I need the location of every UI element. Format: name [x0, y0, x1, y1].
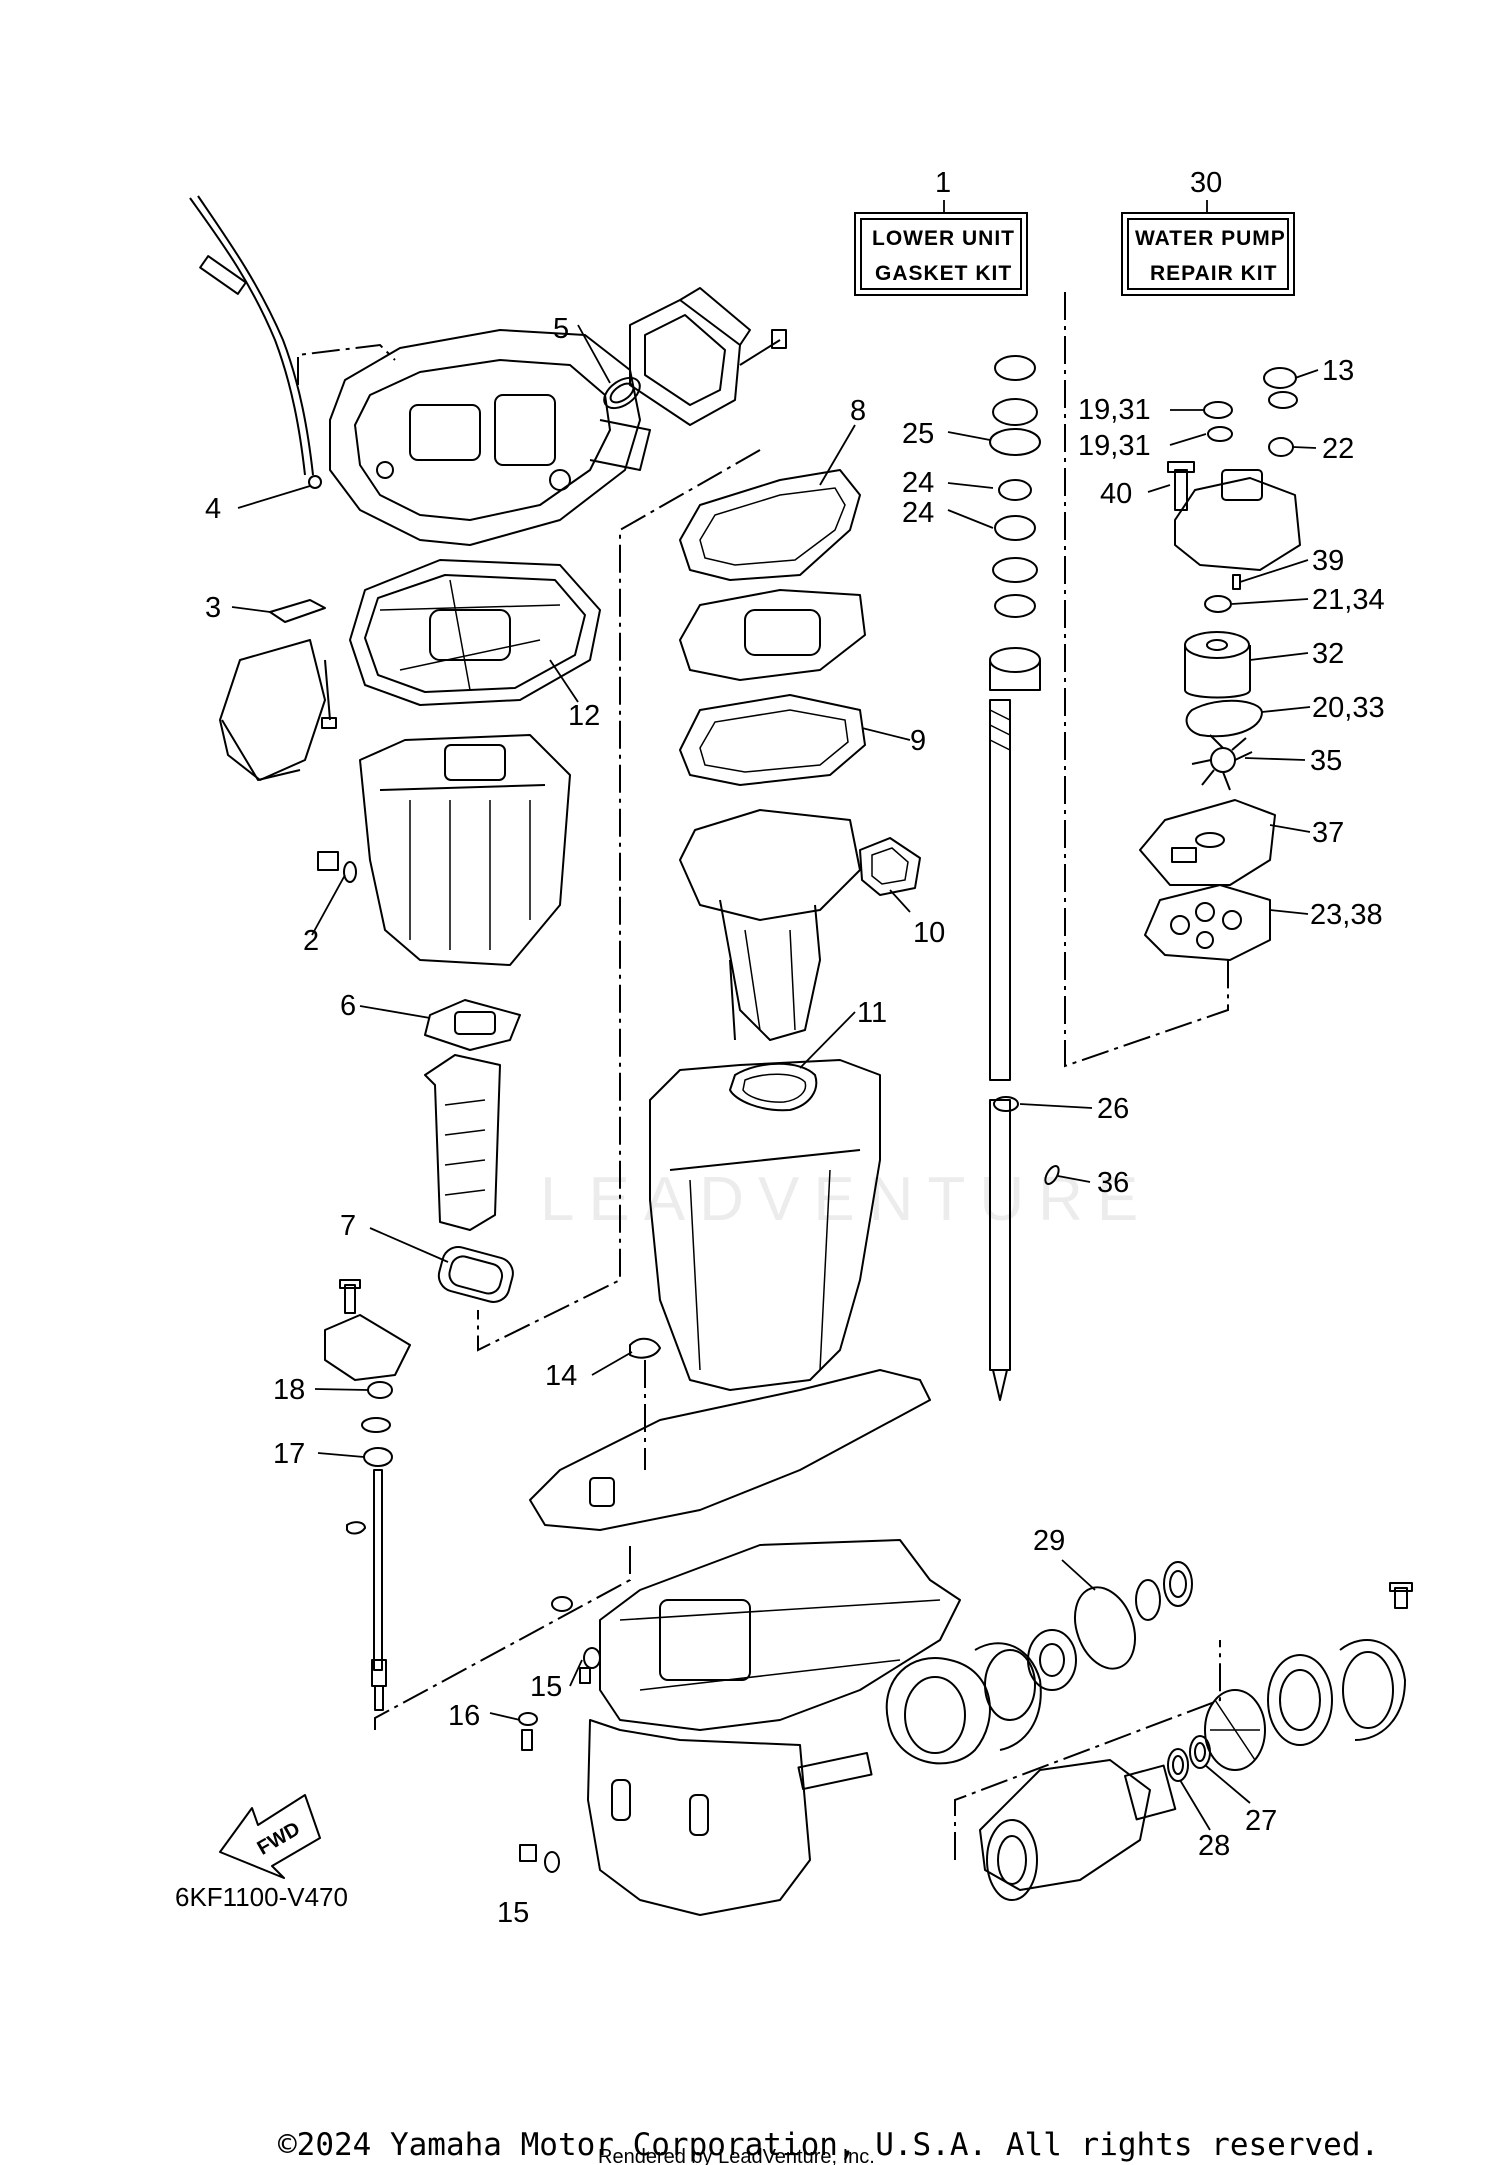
seal-27: [1189, 1735, 1211, 1769]
gasket-9: [679, 694, 866, 786]
exhaust-cover: [629, 287, 787, 426]
plug-2: [317, 851, 357, 883]
callout: 11: [857, 997, 887, 1029]
callout: 15: [530, 1671, 562, 1703]
rear-bearings: [1135, 1561, 1193, 1621]
callout: 17: [273, 1438, 305, 1470]
plate-gasket: [679, 589, 866, 681]
lower-case: [587, 1539, 961, 1916]
group-brackets: [297, 292, 1229, 1860]
kit-box-water-pump: 30 WATER PUMP REPAIR KIT: [1121, 167, 1295, 296]
forward-gear: [885, 1629, 1077, 1765]
callout: 24: [902, 467, 934, 499]
o-ring-26: [993, 1096, 1019, 1112]
upper-case: [649, 1059, 881, 1391]
bearing-housing: [979, 1759, 1177, 1901]
callout: 8: [850, 395, 866, 427]
callout: 24: [902, 497, 934, 529]
gasket-3: [269, 599, 326, 623]
callout: 2: [303, 925, 319, 957]
callout: 21,34: [1312, 584, 1385, 616]
callout: 4: [205, 493, 221, 525]
callout: 26: [1097, 1093, 1129, 1125]
cavitation-plate: [529, 1369, 931, 1531]
callout: 18: [273, 1374, 305, 1406]
callout: 19,31: [1078, 394, 1151, 426]
fwd-arrow-icon: FWD: [219, 1794, 321, 1879]
callout: 12: [568, 700, 600, 732]
watermark-text: LEADVENTURE: [540, 1165, 1152, 1234]
callout: 29: [1033, 1525, 1065, 1557]
rendered-by: Rendered by LeadVenture, Inc.: [598, 2146, 875, 2165]
plug-15-lower: [519, 1844, 560, 1873]
callout: 36: [1097, 1167, 1129, 1199]
callout: 37: [1312, 817, 1344, 849]
callout: 9: [910, 725, 926, 757]
shaft-seals: [989, 355, 1041, 691]
dipstick-tube: [189, 195, 322, 489]
callout: 25: [902, 418, 934, 450]
callout: 22: [1322, 433, 1354, 465]
callout: 5: [553, 313, 569, 345]
kit-number: 1: [935, 167, 951, 199]
copyright-footer: ©2024 Yamaha Motor Corporation, U.S.A. A…: [278, 2127, 1379, 2163]
seal-28: [1167, 1748, 1189, 1782]
shift-rod: [324, 1279, 411, 1711]
callout: 16: [448, 1700, 480, 1732]
leader-lines: [231, 324, 1319, 1831]
gasket-8: [679, 469, 861, 581]
callout: 3: [205, 592, 221, 624]
callout: 40: [1100, 478, 1132, 510]
seal-11: [729, 1062, 818, 1112]
callout: 32: [1312, 638, 1344, 670]
exhaust-manifold: [359, 734, 571, 966]
diagram-code: 6KF1100-V470: [175, 1882, 348, 1912]
oil-strainer: [219, 639, 337, 781]
exhaust-pipe: [424, 1054, 501, 1231]
kit-box-gasket: 1 LOWER UNIT GASKET KIT: [854, 167, 1028, 296]
drive-shaft: [989, 699, 1011, 1401]
upper-casing: [329, 329, 651, 546]
plug-14: [629, 1337, 661, 1470]
seal-10: [859, 837, 921, 896]
kit-line1: WATER PUMP: [1135, 227, 1286, 250]
callout: 28: [1198, 1830, 1230, 1862]
callout: 20,33: [1312, 692, 1385, 724]
callout: 23,38: [1310, 899, 1383, 931]
reverse-gear: [1204, 1582, 1413, 1771]
o-ring-29: [1074, 1586, 1136, 1670]
kit-line2: REPAIR KIT: [1150, 262, 1277, 285]
kit-line1: LOWER UNIT: [872, 227, 1015, 250]
callout: 13: [1322, 355, 1354, 387]
seal-7: [437, 1246, 514, 1303]
callout: 35: [1310, 745, 1342, 777]
gasket-6: [424, 999, 521, 1051]
exhaust-guide: [679, 809, 861, 1041]
plug-15-upper: [551, 1596, 601, 1684]
callout: 7: [340, 1210, 356, 1242]
kit-number: 30: [1190, 167, 1222, 199]
callout-labels: 2 3 4 5 6 7 8 9 10 11 12 13 14 15 15 16 …: [205, 313, 1385, 1929]
gasket-12: [349, 559, 601, 706]
clip-36: [1044, 1164, 1060, 1186]
callout: 14: [545, 1360, 577, 1392]
plug-16: [518, 1712, 538, 1751]
callout: 15: [497, 1897, 529, 1929]
callout: 27: [1245, 1805, 1277, 1837]
callout: 19,31: [1078, 430, 1151, 462]
water-pump-parts: [1139, 367, 1301, 961]
callout: 39: [1312, 545, 1344, 577]
callout: 6: [340, 990, 356, 1022]
callout: 10: [913, 917, 945, 949]
gasket-5: [603, 376, 641, 410]
kit-line2: GASKET KIT: [875, 262, 1012, 285]
